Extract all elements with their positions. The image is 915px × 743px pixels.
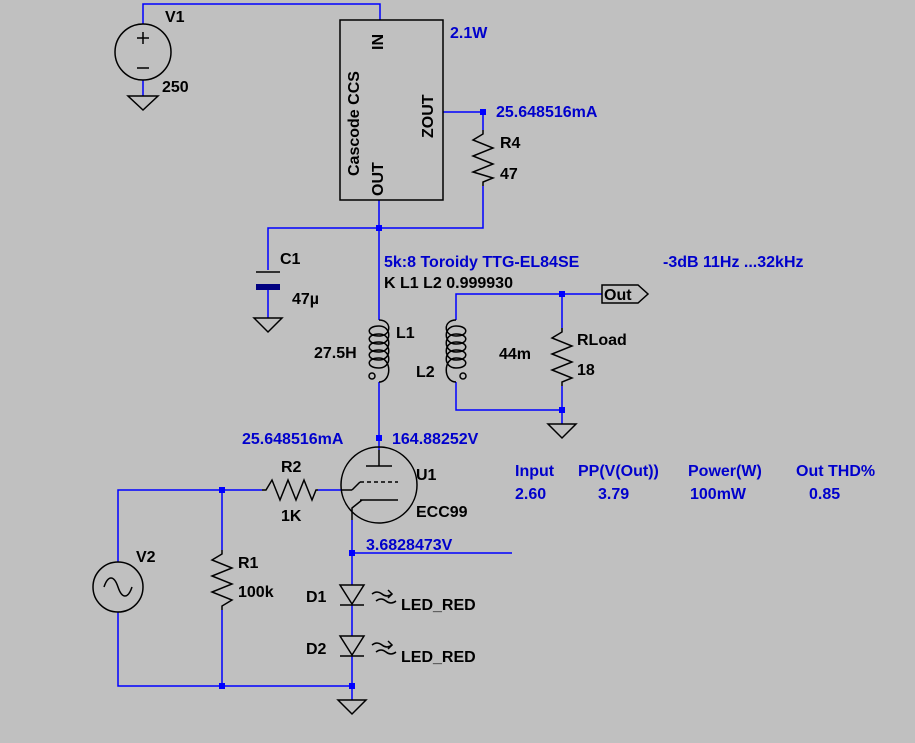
plate-voltage-label: 164.88252V — [392, 431, 479, 448]
c1-name: C1 — [280, 251, 301, 268]
zout-current-label: 25.648516mA — [496, 104, 598, 121]
resistor-r1[interactable] — [209, 550, 235, 610]
resistor-r4[interactable] — [470, 130, 496, 186]
results-table: Input PP(V(Out)) Power(W) Out THD% 2.60 … — [515, 463, 875, 503]
capacitor-c1[interactable] — [256, 271, 280, 290]
voltage-source-v1[interactable] — [114, 23, 172, 81]
cascode-ccs-block[interactable] — [339, 19, 444, 201]
ccs-label: Cascode CCS — [346, 71, 363, 176]
c1-value: 47µ — [292, 291, 319, 308]
ac-source-v2[interactable] — [92, 561, 144, 613]
out-port-flag[interactable] — [601, 284, 650, 304]
led-d1[interactable] — [338, 584, 397, 606]
l1-name: L1 — [396, 325, 415, 342]
v1-name: V1 — [165, 9, 185, 26]
l2-value: 44m — [499, 346, 531, 363]
d2-value: LED_RED — [401, 649, 476, 666]
plate-current-label: 25.648516mA — [242, 431, 344, 448]
ccs-pin-in: IN — [370, 34, 387, 50]
ground-icon — [252, 317, 284, 334]
rload-name: RLoad — [577, 332, 627, 349]
r1-value: 100k — [238, 584, 274, 601]
results-value-pp: 3.79 — [598, 486, 629, 503]
ccs-pin-out: OUT — [370, 162, 387, 196]
junction-dots — [219, 109, 565, 689]
d1-value: LED_RED — [401, 597, 476, 614]
r2-name: R2 — [281, 459, 302, 476]
r4-name: R4 — [500, 135, 521, 152]
results-header-input: Input — [515, 463, 555, 480]
inductor-l2[interactable] — [445, 319, 467, 383]
results-value-thd: 0.85 — [809, 486, 840, 503]
results-value-input: 2.60 — [515, 486, 546, 503]
ccs-power: 2.1W — [450, 25, 488, 42]
coupling-directive: K L1 L2 0.999930 — [384, 275, 513, 292]
rload-value: 18 — [577, 362, 595, 379]
v1-value: 250 — [162, 79, 189, 96]
ground-icon — [336, 699, 368, 716]
out-port-label: Out — [604, 287, 632, 304]
resistor-rload[interactable] — [549, 328, 575, 386]
u1-name: U1 — [416, 467, 437, 484]
cathode-voltage-label: 3.6828473V — [366, 537, 453, 554]
inductor-l1[interactable] — [368, 319, 390, 383]
l1-value: 27.5H — [314, 345, 357, 362]
ground-icon — [126, 95, 160, 112]
resistor-r2[interactable] — [262, 477, 318, 503]
d1-name: D1 — [306, 589, 327, 606]
r1-name: R1 — [238, 555, 259, 572]
d2-name: D2 — [306, 641, 327, 658]
triode-u1[interactable] — [340, 446, 418, 524]
results-header-thd: Out THD% — [796, 463, 875, 480]
ccs-pin-zout: ZOUT — [420, 94, 437, 138]
u1-value: ECC99 — [416, 504, 468, 521]
r2-value: 1K — [281, 508, 302, 525]
v2-name: V2 — [136, 549, 156, 566]
bandwidth-directive: -3dB 11Hz ...32kHz — [663, 254, 804, 271]
transformer-directive: 5k:8 Toroidy TTG-EL84SE — [384, 254, 580, 271]
results-header-power: Power(W) — [688, 463, 762, 480]
results-header-pp: PP(V(Out)) — [578, 463, 659, 480]
r4-value: 47 — [500, 166, 518, 183]
l2-name: L2 — [416, 364, 435, 381]
results-value-power: 100mW — [690, 486, 747, 503]
led-d2[interactable] — [338, 635, 397, 657]
ground-icon — [546, 423, 578, 440]
